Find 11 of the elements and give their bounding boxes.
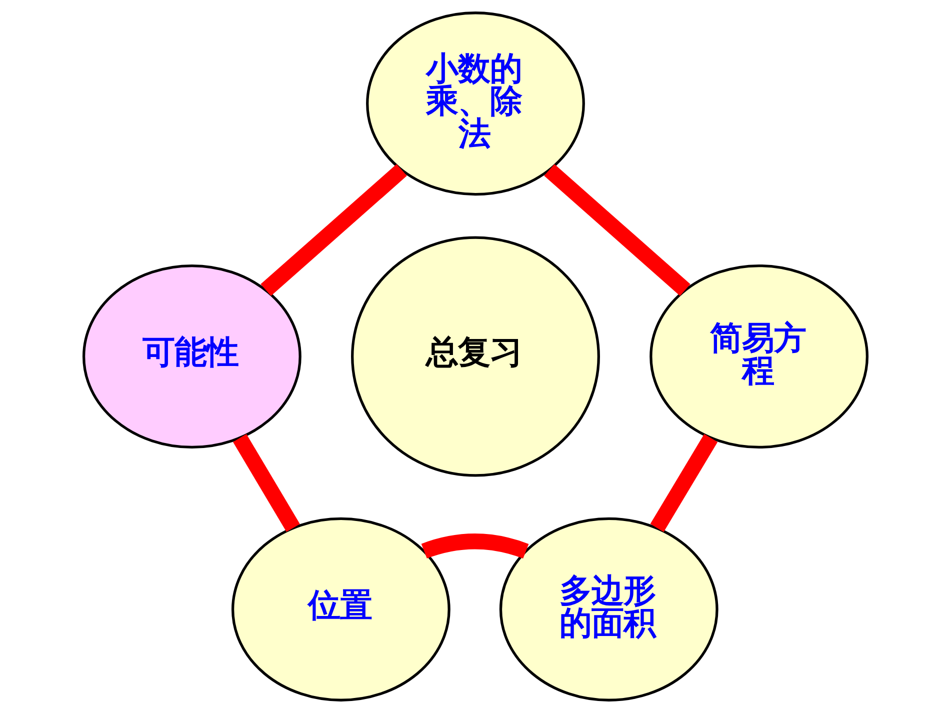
- node-ellipse: 多边形的面积: [498, 517, 718, 702]
- connector: [260, 164, 406, 296]
- node-ellipse: 位置: [230, 517, 450, 702]
- node-ellipse: 简易方程: [649, 264, 868, 449]
- connector: [650, 434, 718, 532]
- connector: [232, 434, 300, 532]
- node-ellipse: 小数的乘、除法: [366, 12, 584, 196]
- node-ellipse: 可能性: [82, 264, 301, 449]
- node-circle: 总复习: [350, 236, 600, 477]
- connector: [544, 164, 690, 296]
- connector: [421, 534, 528, 559]
